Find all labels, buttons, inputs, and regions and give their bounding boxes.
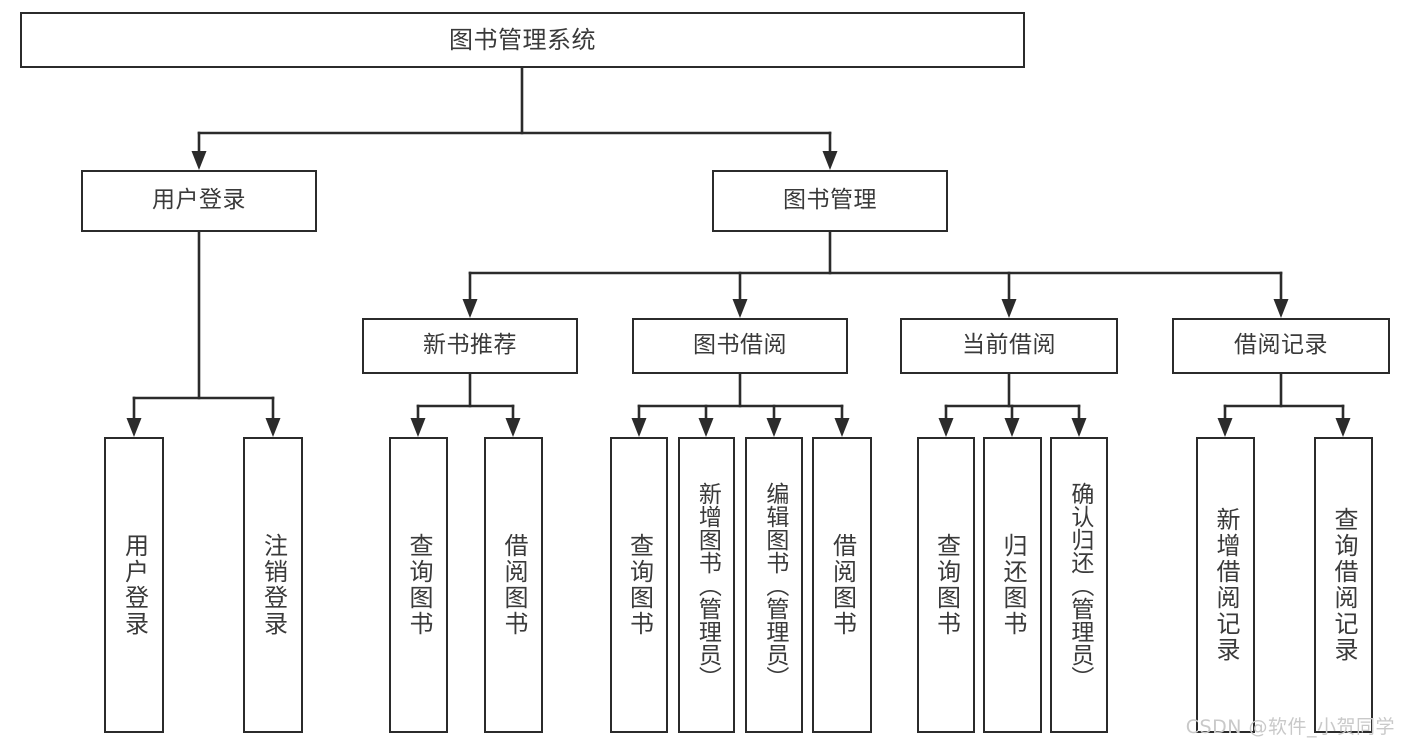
- node-leaf-query-book-3[interactable]: 查询图书: [917, 437, 975, 733]
- node-leaf-return-book-label: 归还图书: [998, 533, 1027, 637]
- node-leaf-confirm-return-label: 确认归还（管理员）: [1066, 481, 1093, 689]
- node-leaf-borrow-book-1[interactable]: 借阅图书: [484, 437, 543, 733]
- node-borrow-record-label: 借阅记录: [1234, 332, 1328, 359]
- node-leaf-edit-book[interactable]: 编辑图书（管理员）: [745, 437, 803, 733]
- node-new-book-rec-label: 新书推荐: [423, 332, 517, 359]
- node-leaf-borrow-book-2[interactable]: 借阅图书: [812, 437, 872, 733]
- node-leaf-return-book[interactable]: 归还图书: [983, 437, 1042, 733]
- node-book-borrow-label: 图书借阅: [693, 332, 787, 359]
- node-new-book-rec[interactable]: 新书推荐: [362, 318, 578, 374]
- node-leaf-user-logout[interactable]: 注销登录: [243, 437, 303, 733]
- node-leaf-borrow-book-2-label: 借阅图书: [828, 533, 857, 637]
- node-leaf-edit-book-label: 编辑图书（管理员）: [761, 481, 788, 689]
- node-leaf-query-book-2-label: 查询图书: [625, 533, 654, 637]
- node-leaf-query-record-label: 查询借阅记录: [1329, 507, 1358, 663]
- node-leaf-user-login[interactable]: 用户登录: [104, 437, 164, 733]
- node-leaf-add-record[interactable]: 新增借阅记录: [1196, 437, 1255, 733]
- node-current-borrow-label: 当前借阅: [962, 332, 1056, 359]
- node-leaf-query-book-2[interactable]: 查询图书: [610, 437, 668, 733]
- watermark-text: CSDN @软件_小贺同学: [1185, 716, 1395, 738]
- node-user-login-label: 用户登录: [152, 187, 246, 214]
- node-book-manage[interactable]: 图书管理: [712, 170, 948, 232]
- node-leaf-borrow-book-1-label: 借阅图书: [499, 533, 528, 637]
- node-leaf-user-login-label: 用户登录: [120, 533, 149, 637]
- node-book-borrow[interactable]: 图书借阅: [632, 318, 848, 374]
- node-book-manage-label: 图书管理: [783, 187, 877, 214]
- node-leaf-add-book[interactable]: 新增图书（管理员）: [678, 437, 735, 733]
- node-leaf-confirm-return[interactable]: 确认归还（管理员）: [1050, 437, 1108, 733]
- node-current-borrow[interactable]: 当前借阅: [900, 318, 1118, 374]
- node-leaf-add-book-label: 新增图书（管理员）: [694, 481, 721, 689]
- node-user-login[interactable]: 用户登录: [81, 170, 317, 232]
- node-borrow-record[interactable]: 借阅记录: [1172, 318, 1390, 374]
- node-leaf-query-book-1[interactable]: 查询图书: [389, 437, 448, 733]
- node-leaf-query-book-3-label: 查询图书: [932, 533, 961, 637]
- node-leaf-query-book-1-label: 查询图书: [404, 533, 433, 637]
- node-leaf-query-record[interactable]: 查询借阅记录: [1314, 437, 1373, 733]
- node-root[interactable]: 图书管理系统: [20, 12, 1025, 68]
- node-leaf-user-logout-label: 注销登录: [259, 533, 288, 637]
- node-root-label: 图书管理系统: [449, 25, 596, 54]
- node-leaf-add-record-label: 新增借阅记录: [1211, 507, 1240, 663]
